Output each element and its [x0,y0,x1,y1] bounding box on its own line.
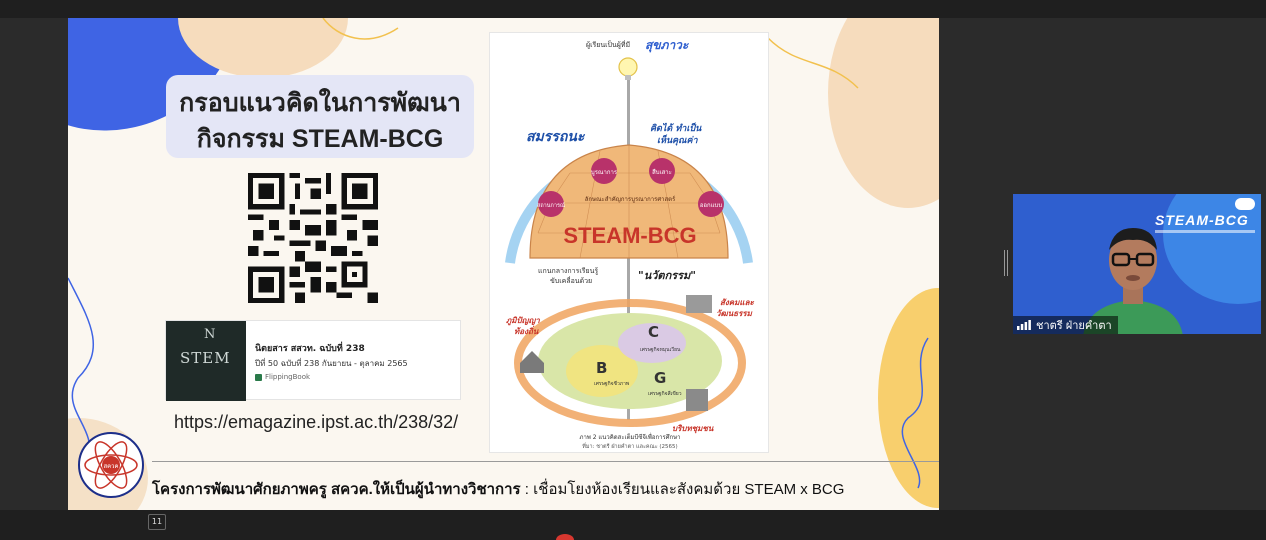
node-integrated-label: บูรณาการ [591,169,618,176]
poster-c-label: เศรษฐกิจหมุนเวียน [640,346,681,353]
node-inquiry [649,158,675,184]
poster-b-circle [566,345,638,397]
poster-values: คิดได้ ทำเป็น [650,122,702,134]
top-bar [0,0,1266,18]
participant-name-bar: ชาตรี ฝ่ายคำตา [1013,316,1118,334]
poster-g-letter: G [654,369,666,387]
poster-society: สังคมและ [720,298,754,307]
video-brand-subline [1155,230,1255,233]
lightbulb-icon [618,57,638,77]
temple-icon [686,295,712,313]
poster-innovation: "นวัตกรรม" [638,269,696,282]
node-design [698,191,724,217]
footer-separator: : [520,481,534,498]
footer-project: โครงการพัฒนาศักยภาพครู สควค.ให้เป็นผู้นำ… [152,481,521,498]
poster-top-label-prefix: ผู้เรียนเป็นผู้ที่มี [586,40,630,49]
shared-slide: กรอบแนวคิดในการพัฒนา กิจกรรม STEAM-BCG N… [68,18,939,510]
slide-title-box: กรอบแนวคิดในการพัฒนา กิจกรรม STEAM-BCG [166,75,474,158]
poster-driven-by: ขับเคลื่อนด้วย [550,276,592,285]
house-icon [520,351,544,373]
decor-curves [68,18,929,489]
slide-title-line1: กรอบแนวคิดในการพัฒนา [179,89,461,117]
magazine-cover: N STEM [166,321,246,401]
pointer-counter-badge[interactable]: 11 [148,514,166,530]
poster-values2: เห็นคุณค่า [657,134,699,146]
magazine-brand: FlippingBook [265,373,311,381]
magazine-subtitle: ปีที่ 50 ฉบับที่ 238 กันยายน - ตุลาคม 25… [255,359,408,368]
footer-divider [152,461,939,462]
people-icon [686,389,708,411]
magazine-title: นิตยสาร สสวท. ฉบับที่ 238 [255,344,365,354]
magazine-cover-word: STEM [180,349,231,367]
poster-cycle-ring [514,299,746,427]
ipst-logo: สควค [78,432,144,498]
footer-subtitle: เชื่อมโยงห้องเรียนและสังคมด้วย STEAM x B… [533,481,845,498]
node-inquiry-label: สืบเสาะ [652,168,672,176]
poster-culture: วัฒนธรรม [716,309,753,318]
node-integrated [591,158,617,184]
poster-b-label: เศรษฐกิจชีวภาพ [594,380,629,387]
poster-graphic: ผู้เรียนเป็นผู้ที่มี สุขภาวะ สมรรถนะ คิด… [505,38,754,450]
signal-strength-icon [1017,320,1031,330]
node-situation [538,191,564,217]
ipst-badge-icon [1235,198,1255,210]
poster-local-wisdom2: ท้องถิ่น [514,325,539,336]
poster-c-circle [618,323,686,363]
poster-competency: สมรรถนะ [526,129,586,145]
footer-text: โครงการพัฒนาศักยภาพครู สควค.ให้เป็นผู้นำ… [152,477,844,501]
participant-video-tile[interactable]: STEAM-BCG ชาตรี ฝ่ายคำตา [1013,194,1261,334]
poster-caption1: ภาพ 2 แนวคิดสะเต็มบีซีจีเพื่อการศึกษา [580,432,681,441]
slide-title-line2: กิจกรรม STEAM-BCG [196,125,444,153]
recording-indicator-icon [556,534,574,540]
node-design-label: ออกแบบ [700,202,723,209]
poster-core-learning: แกนกลางการเรียนรู้ [538,267,598,275]
poster-g-label: เศรษฐกิจสีเขียว [648,390,682,397]
logo-text: สควค [103,463,118,470]
magazine-url[interactable]: https://emagazine.ipst.ac.th/238/32/ [174,412,459,432]
poster-local-wisdom: ภูมิปัญญา [506,316,540,326]
poster-key-features: ลักษณะสำคัญการบูรณาการศาสตร์ [585,195,676,203]
poster-caption2: ที่มา: ชาตรี ฝ่ายคำตา และคณะ (2565) [582,442,678,450]
poster-top-label-highlight: สุขภาวะ [645,38,690,53]
video-brand: STEAM-BCG [1155,212,1249,228]
node-situation-label: สถานการณ์ [537,202,565,209]
poster-dome-title: STEAM-BCG [563,223,696,248]
poster-c-letter: C [648,323,659,341]
panel-resize-handle[interactable] [1004,250,1008,276]
poster-b-letter: B [596,359,607,377]
flippingbook-icon [255,374,262,381]
poster-community: บริบทชุมชน [672,424,714,434]
participant-name: ชาตรี ฝ่ายคำตา [1036,320,1112,332]
magazine-card[interactable]: N STEM นิตยสาร สสวท. ฉบับที่ 238 ปีที่ 5… [165,320,461,401]
magazine-cover-letter: N [204,327,216,342]
bottom-bar [0,510,1266,540]
steam-bcg-poster: ผู้เรียนเป็นผู้ที่มี สุขภาวะ สมรรถนะ คิด… [489,32,769,453]
qr-code [248,173,378,303]
